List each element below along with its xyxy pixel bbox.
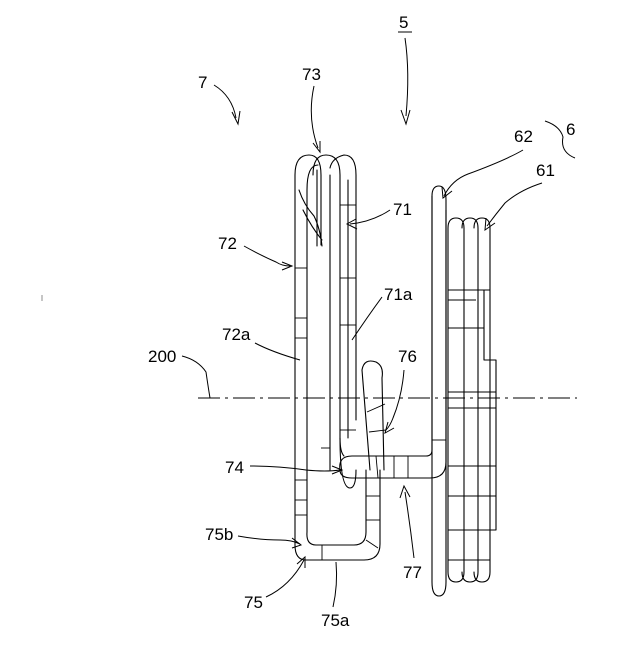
label-61: 61 (536, 161, 555, 180)
label-6: 6 (566, 120, 575, 139)
spring-6 (432, 196, 496, 596)
label-7: 7 (198, 73, 207, 92)
arm-76 (362, 361, 386, 470)
label-73: 73 (302, 65, 321, 84)
label-74: 74 (225, 458, 244, 477)
label-71: 71 (393, 200, 412, 219)
leader-lines (182, 38, 575, 607)
label-200: 200 (148, 347, 176, 366)
label-75a: 75a (321, 611, 350, 630)
spring-7 (295, 155, 356, 545)
arm-75 (295, 470, 380, 560)
label-76: 76 (398, 347, 417, 366)
label-72a: 72a (222, 325, 251, 344)
label-62: 62 (514, 127, 533, 146)
label-72: 72 (218, 234, 237, 253)
label-77: 77 (403, 563, 422, 582)
label-75b: 75b (205, 525, 233, 544)
label-75: 75 (244, 593, 263, 612)
label-5: 5 (399, 13, 408, 32)
label-71a: 71a (384, 285, 413, 304)
